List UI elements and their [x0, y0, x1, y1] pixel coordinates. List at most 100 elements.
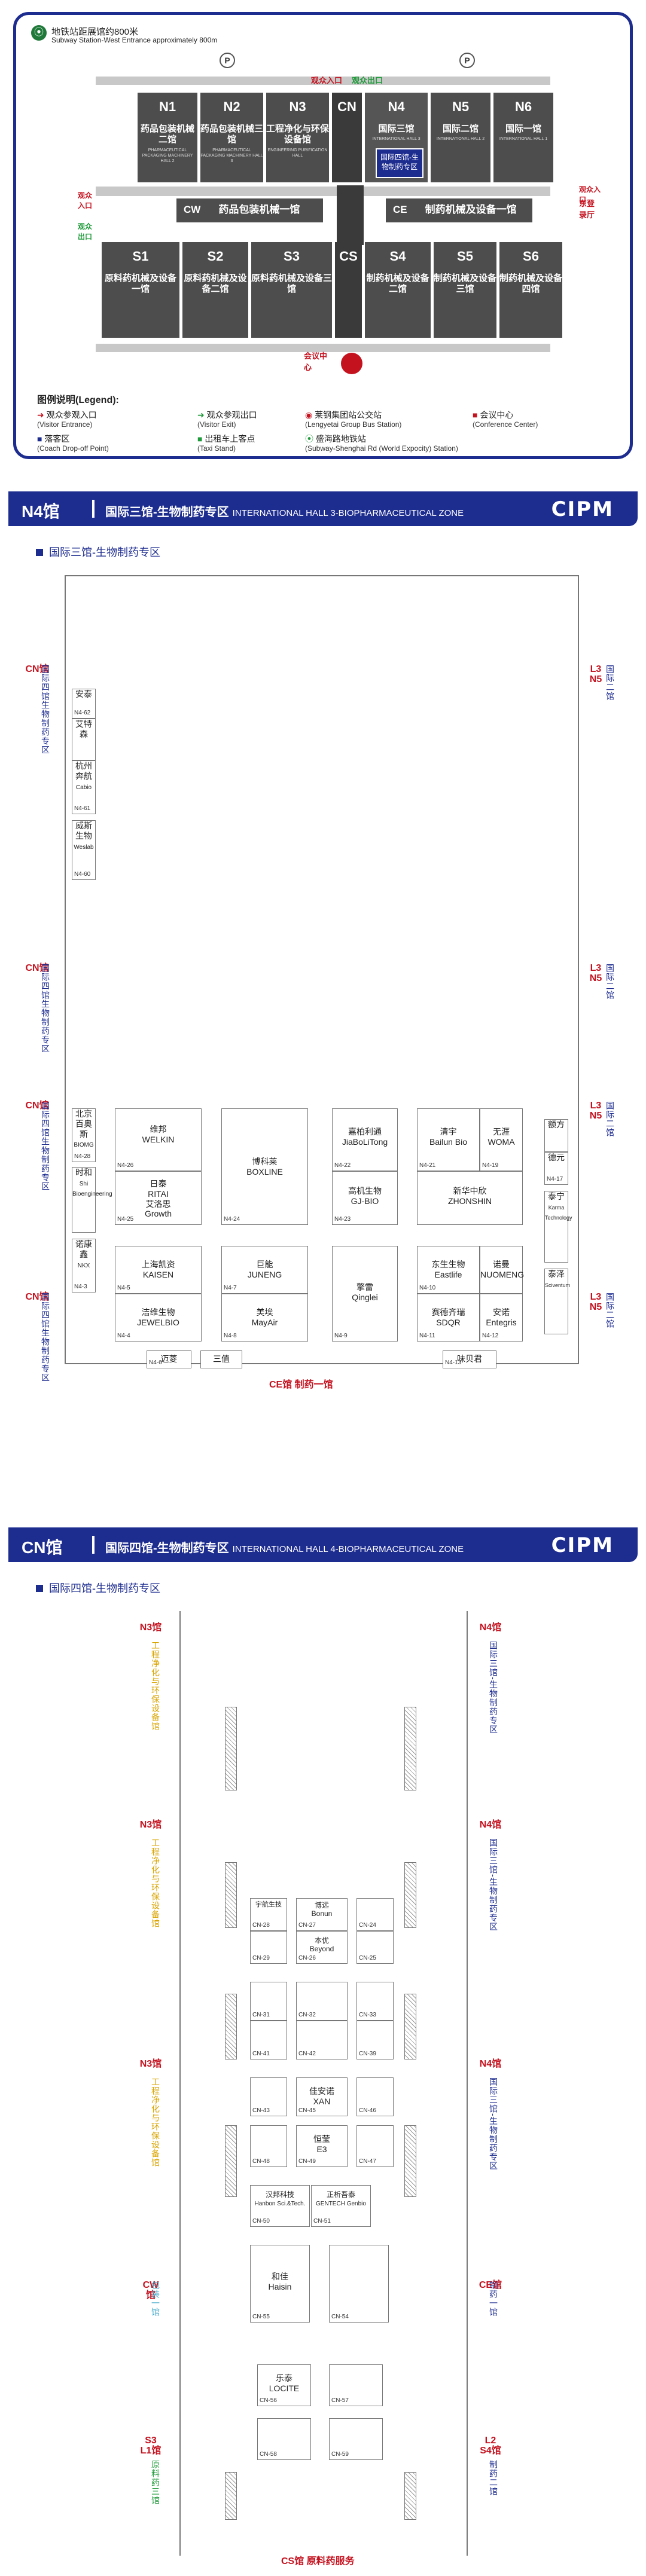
- parking-icon: P: [459, 53, 475, 68]
- hall-central-link: [337, 185, 364, 245]
- right-hall-label: 国际三馆-生物制药专区: [489, 1838, 498, 1932]
- booth[interactable]: CN-24: [356, 1898, 394, 1931]
- right-hall-label: 国际二馆: [605, 1101, 615, 1137]
- left-hall-tag: CN馆: [25, 963, 49, 973]
- hall-name: N4馆: [22, 502, 60, 521]
- booth[interactable]: CN-43: [250, 2077, 287, 2116]
- booth[interactable]: CN-25: [356, 1931, 394, 1964]
- hall-cs[interactable]: CS: [335, 242, 362, 338]
- cw-tag: CW馆: [142, 2280, 159, 2300]
- s3-tag: S3 L1馆: [140, 2436, 162, 2456]
- booth[interactable]: CN-58: [257, 2418, 311, 2460]
- legend-taxi: ■ 出租车上客点(Taxi Stand): [197, 434, 255, 453]
- legend-subway: ⦿ 盛海路地铁站(Subway-Shenghai Rd (World Expoc…: [305, 434, 458, 453]
- booth[interactable]: 三值: [200, 1350, 242, 1368]
- booth[interactable]: CN-42: [296, 2021, 348, 2059]
- booth[interactable]: CN-39: [356, 2021, 394, 2059]
- right-hall-tag: N4馆: [479, 2059, 502, 2069]
- hatched-area: [225, 1994, 237, 2059]
- ce-tag: CE馆: [479, 2280, 502, 2290]
- hall-cn[interactable]: CN: [332, 93, 362, 182]
- booth[interactable]: CN-59: [329, 2418, 383, 2460]
- booth[interactable]: CN-46: [356, 2077, 394, 2116]
- conference-center-label: 会议中心: [304, 352, 328, 372]
- booth[interactable]: CN-32: [296, 1982, 348, 2021]
- conference-icon: [341, 353, 362, 374]
- booth[interactable]: 额方: [544, 1119, 568, 1152]
- booth[interactable]: CN-57: [329, 2364, 383, 2406]
- hatched-area: [404, 1994, 416, 2059]
- left-hall-label: 工程净化与环保设备馆: [151, 1641, 160, 1731]
- booth[interactable]: 艾特森: [72, 719, 96, 760]
- north-road: [96, 77, 550, 85]
- right-hall-tag: N4馆: [479, 1820, 502, 1830]
- booth[interactable]: CN-31: [250, 1982, 287, 2021]
- east-lobby: 东登录厅: [579, 199, 595, 219]
- hall-name: CN馆: [22, 1538, 63, 1557]
- s4-label: 制药二馆: [489, 2460, 498, 2496]
- booth[interactable]: CN-29: [250, 1931, 287, 1964]
- booth[interactable]: CN-48: [250, 2125, 287, 2167]
- hatched-area: [225, 1707, 237, 1790]
- booth[interactable]: CN-54: [329, 2245, 389, 2323]
- booth[interactable]: CN-41: [250, 2021, 287, 2059]
- right-hall-tag: L3 N5: [589, 1101, 602, 1121]
- booth[interactable]: CN-33: [356, 1982, 394, 2021]
- booth[interactable]: CN-47: [356, 2125, 394, 2167]
